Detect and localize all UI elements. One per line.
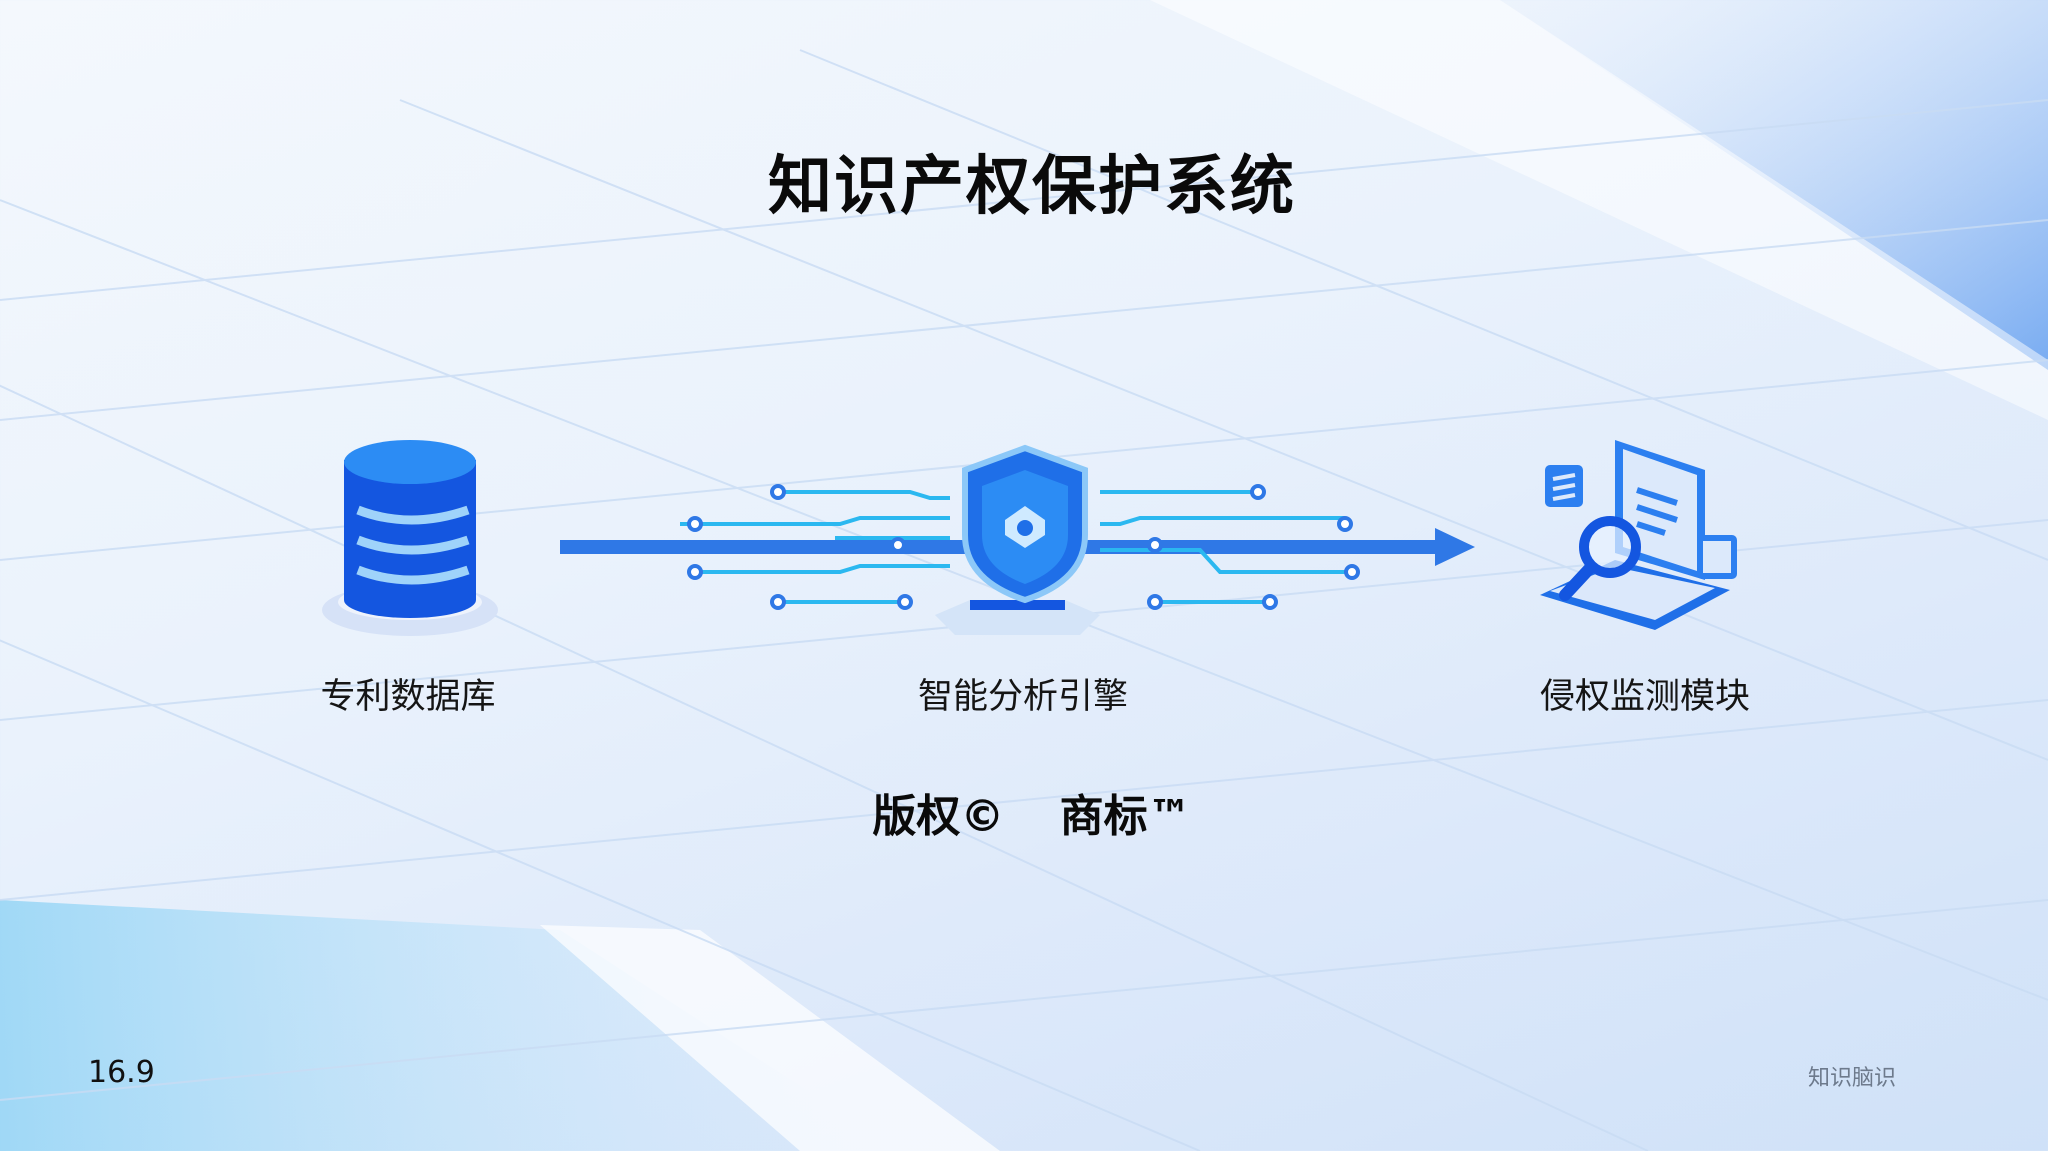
monitor-search-icon xyxy=(1540,440,1737,630)
copyright-tag: 版权© xyxy=(872,791,1005,842)
database-icon xyxy=(322,440,498,636)
node-label-engine: 智能分析引擎 xyxy=(917,677,1128,717)
node-label-monitor: 侵权监测模块 xyxy=(1539,677,1750,717)
tag-row: 版权© 商标™ xyxy=(0,780,2048,844)
trademark-tag: 商标™ xyxy=(1059,791,1192,842)
watermark: 知识脑识 xyxy=(1808,1066,1897,1091)
page-number: 16.9 xyxy=(88,1055,155,1090)
page-title: 知识产权保护系统 xyxy=(768,150,1296,224)
shield-circuit-icon xyxy=(680,444,1360,635)
node-label-database: 专利数据库 xyxy=(320,677,496,717)
